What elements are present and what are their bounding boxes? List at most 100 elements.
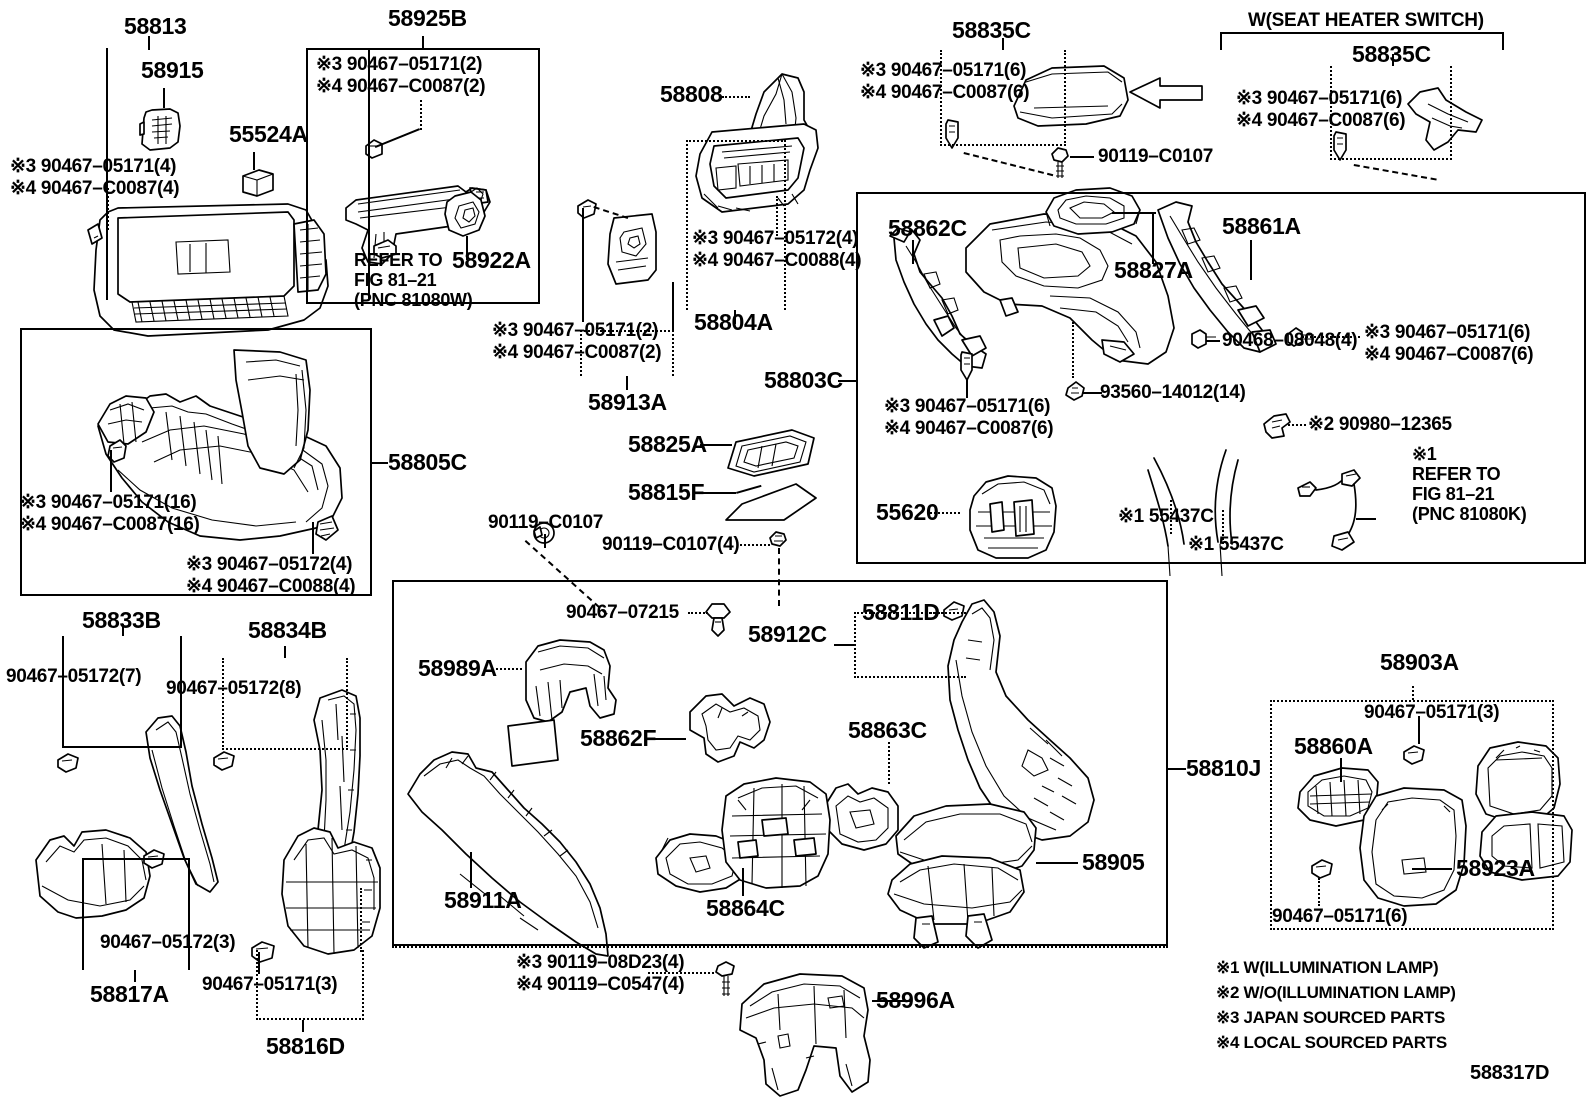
group-box-58803C	[856, 192, 1586, 564]
leader-58817A	[134, 970, 136, 982]
leader-58912C	[834, 644, 856, 646]
hardware-label-05171-3a: 90467–05171(3)	[202, 974, 338, 995]
leader-58864C	[742, 868, 744, 896]
part-label-58989A: 58989A	[418, 655, 497, 681]
part-label-55620: 55620	[876, 499, 939, 525]
part-label-58817A: 58817A	[90, 981, 169, 1007]
bracket-58817A	[82, 858, 190, 970]
part-art-55437C-b	[1214, 449, 1239, 577]
leader-58803C	[838, 380, 856, 382]
part-art-58903A-clip-bottom	[1311, 859, 1333, 879]
leader-90467-07215	[688, 612, 708, 614]
part-label-58863C: 58863C	[848, 717, 927, 743]
part-art-58835C-mid-clip	[945, 119, 959, 149]
leader-58913A-part	[672, 282, 674, 330]
part-label-58905: 58905	[1082, 849, 1145, 875]
part-art-58925B-clip	[365, 139, 383, 159]
leader-90468-b	[1206, 340, 1220, 342]
leader-58835C-right	[1392, 54, 1394, 66]
leader-58996A	[872, 1000, 912, 1002]
part-art-58903A-panel-top	[1475, 741, 1561, 823]
part-art-58834B-clip	[213, 751, 235, 771]
hardware-label-1-line2: ※4 90467–C0087(4)	[10, 178, 180, 199]
hardware-label-90119-a: 90119–C0107	[1098, 146, 1214, 167]
leader-55524A	[253, 152, 255, 170]
leader-58913A	[626, 376, 628, 390]
leader-90980	[1288, 424, 1306, 426]
leader-58922A	[466, 236, 468, 260]
leader-58989A	[496, 668, 522, 670]
leader-58923A	[1412, 868, 1452, 870]
bracket-58804A	[686, 140, 786, 310]
hardware-label-2-line1: ※3 90467–05171(2)	[316, 54, 483, 75]
part-label-58834B: 58834B	[248, 617, 327, 643]
legend-item-2: ※2 W/O(ILLUMINATION LAMP)	[1216, 983, 1456, 1002]
part-art-55524A	[242, 169, 274, 197]
leader-58903A	[1412, 686, 1414, 700]
part-art-bolt-58861A	[1287, 327, 1314, 347]
leader-58862F	[654, 738, 686, 740]
bracket-58833B	[62, 636, 182, 748]
leader-58834B	[284, 646, 286, 658]
hardware-label-10-line1: ※3 90467–05172(4)	[186, 554, 353, 575]
leader-58860A	[1340, 758, 1342, 782]
bracket-58816D	[256, 950, 364, 1020]
part-art-90119-C0107-bolt	[769, 531, 787, 547]
group-box-58805C	[20, 328, 372, 596]
hardware-label-55437C-b: ※1 55437C	[1188, 534, 1284, 555]
part-art-90119-C0107-a	[1051, 147, 1069, 178]
part-art-58912C-console	[721, 777, 831, 889]
part-art-58903A-panel-bottom	[1479, 811, 1573, 881]
part-label-58913A: 58913A	[588, 389, 667, 415]
group-box-58810J	[392, 580, 1168, 946]
note-seat-heater-switch: W(SEAT HEATER SWITCH)	[1248, 10, 1484, 31]
part-art-58835C-right	[1407, 87, 1483, 151]
leader-90119-C0107-a	[1070, 156, 1094, 158]
leader-58804A-hw	[776, 196, 778, 236]
leader-58861A-hw	[1302, 336, 1360, 338]
part-label-58860A: 58860A	[1294, 733, 1373, 759]
part-art-58835C-mid	[1013, 65, 1129, 127]
part-art-58804A	[695, 123, 819, 213]
hardware-label-90468: 90468–08048(4)	[1222, 330, 1358, 351]
leader-58805C-hw2	[312, 522, 314, 554]
part-label-58804A: 58804A	[694, 309, 773, 335]
part-label-58833B: 58833B	[82, 607, 161, 633]
leader-90119-a	[544, 534, 546, 548]
leader-55620	[930, 512, 960, 514]
leader-58815F	[700, 492, 736, 494]
leader-58905	[1036, 862, 1078, 864]
leader-58816D-part	[360, 888, 362, 952]
part-art-58922A-bracket	[373, 239, 397, 259]
legend-item-4: ※4 LOCAL SOURCED PARTS	[1216, 1033, 1447, 1052]
hardware-label-8-line2: ※4 90467–C0087(6)	[884, 418, 1054, 439]
hardware-label-9-line1: ※3 90467–05171(16)	[20, 492, 197, 513]
leader-58925B	[422, 36, 424, 48]
leader-58915	[163, 88, 165, 108]
hardware-label-11-line1: ※3 90119–08D23(4)	[516, 952, 685, 973]
hardware-label-05172-7: 90467–05172(7)	[6, 666, 142, 687]
part-art-58810J-pad	[507, 719, 559, 767]
part-label-58922A: 58922A	[452, 247, 531, 273]
part-art-90467-07215	[705, 603, 731, 637]
part-art-58861A	[1157, 201, 1277, 353]
hardware-label-93560: 93560–14012(14)	[1100, 382, 1246, 403]
part-art-58805C	[97, 349, 343, 541]
leader-58861A	[1250, 240, 1252, 280]
leader-58816D	[302, 1020, 304, 1032]
leader-58811D	[926, 612, 944, 614]
part-label-58996A: 58996A	[876, 987, 955, 1013]
part-label-58815F: 58815F	[628, 479, 705, 505]
part-art-90119-08D23	[715, 961, 735, 996]
hardware-label-90467-07215: 90467–07215	[566, 602, 679, 623]
legend-item-3: ※3 JAPAN SOURCED PARTS	[1216, 1008, 1445, 1027]
part-label-58835C-mid: 58835C	[952, 17, 1031, 43]
leader-58805C-hw	[110, 450, 112, 492]
hardware-label-8-line1: ※3 90467–05171(6)	[884, 396, 1051, 417]
part-label-58810J: 58810J	[1186, 755, 1261, 781]
hardware-label-6-line1: ※3 90467–05171(6)	[1236, 88, 1403, 109]
part-art-55620	[969, 475, 1057, 559]
part-art-58862C	[889, 227, 987, 369]
